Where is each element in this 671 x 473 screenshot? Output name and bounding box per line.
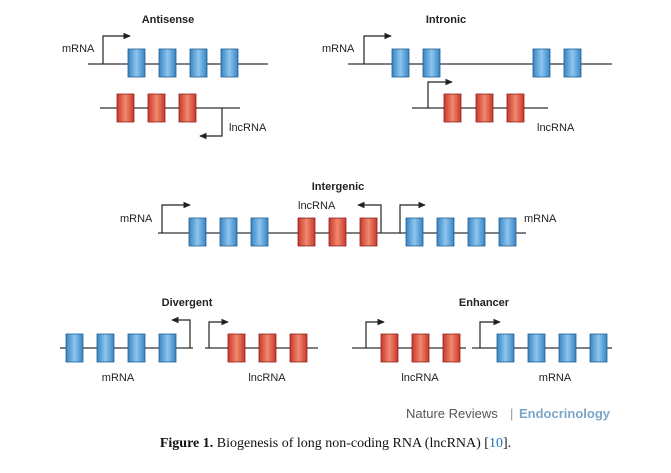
lncrna-exon [443, 93, 462, 123]
panel-antisense: Antisense mRNA lncRNA [62, 14, 268, 140]
lncrna-label: lncRNA [298, 200, 336, 212]
mrna-exon [250, 217, 269, 247]
lncrna-exon [116, 93, 135, 123]
mrna-exon [405, 217, 424, 247]
publisher-name: Nature Reviews [406, 406, 498, 421]
mrna-exon [127, 48, 146, 78]
mrna-exon [532, 48, 551, 78]
mrna-exon [65, 333, 84, 363]
lncrna-exon [147, 93, 166, 123]
lncrna-tss-arrow [365, 318, 385, 348]
lncrna-exon [380, 333, 399, 363]
lncrna-exon [359, 217, 378, 247]
mrna-tss-arrow [363, 32, 392, 64]
caption-reference-link[interactable]: 10 [488, 436, 503, 451]
mrna-label: mRNA [322, 43, 355, 55]
panel-title: Intronic [426, 14, 466, 26]
panel-intronic: Intronic mRNA lncRNA [322, 14, 612, 134]
lncrna-tss-arrow [427, 78, 453, 108]
mrna-exon [558, 333, 577, 363]
lncrna-label: lncRNA [229, 122, 267, 134]
caption-prefix: Figure 1. [159, 436, 214, 451]
journal-name: Endocrinology [519, 406, 611, 421]
lncrna-exon [442, 333, 461, 363]
panel-divergent: Divergent mRNA lncRNA [60, 297, 318, 384]
mrna-exon [220, 48, 239, 78]
lncrna-exon [289, 333, 308, 363]
brand-separator: | [510, 406, 513, 421]
mrna-exon [527, 333, 546, 363]
panel-title: Antisense [142, 14, 195, 26]
caption-suffix: ]. [502, 436, 512, 451]
panel-title: Divergent [162, 297, 213, 309]
mrna-exon [158, 333, 177, 363]
lncrna-tss-arrow [199, 108, 223, 140]
lncrna-exon [506, 93, 525, 123]
panel-enhancer: Enhancer lncRNA mRNA [352, 297, 612, 384]
mrna-exon [189, 48, 208, 78]
mrna-right-label: mRNA [524, 213, 557, 225]
mrna-exon [467, 217, 486, 247]
panel-intergenic: Intergenic mRNA lncRNA mRNA [120, 181, 557, 247]
mrna-exon [219, 217, 238, 247]
lncrna-exon [411, 333, 430, 363]
mrna-exon [422, 48, 441, 78]
lncrna-exon [475, 93, 494, 123]
mrna-exon [188, 217, 207, 247]
mrna-label: mRNA [62, 43, 95, 55]
journal-branding: Nature Reviews | Endocrinology [406, 406, 611, 421]
mrna-exon [563, 48, 582, 78]
mrna-left-label: mRNA [120, 213, 153, 225]
mrna-label: mRNA [539, 372, 572, 384]
mrna-exon [436, 217, 455, 247]
mrna-exon [158, 48, 177, 78]
lncrna-exon [178, 93, 197, 123]
lncrna-label: lncRNA [401, 372, 439, 384]
figure-caption: Figure 1. Biogenesis of long non-coding … [0, 436, 671, 452]
lncrna-tss-arrow [357, 201, 382, 233]
mrna-exon [498, 217, 517, 247]
lncrna-label: lncRNA [537, 122, 575, 134]
panel-title: Enhancer [459, 297, 510, 309]
lncrna-label: lncRNA [248, 372, 286, 384]
mrna-exon [127, 333, 146, 363]
mrna-tss-arrow [102, 32, 131, 64]
lncrna-exon [258, 333, 277, 363]
lncrna-exon [227, 333, 246, 363]
lncrna-tss-arrow [208, 318, 229, 348]
panel-title: Intergenic [312, 181, 365, 193]
mrna-label: mRNA [102, 372, 135, 384]
mrna-tss-arrow [171, 316, 191, 348]
lncrna-exon [328, 217, 347, 247]
lncrna-biogenesis-diagram: Antisense mRNA lncRNA Intronic mRNA lncR… [60, 14, 612, 421]
lncrna-exon [297, 217, 316, 247]
mrna-exon [589, 333, 608, 363]
mrna-right-tss-arrow [399, 201, 426, 233]
mrna-exon [96, 333, 115, 363]
caption-text: Biogenesis of long non-coding RNA (lncRN… [213, 436, 489, 451]
mrna-exon [496, 333, 515, 363]
mrna-tss-arrow [479, 318, 501, 348]
mrna-exon [391, 48, 410, 78]
mrna-left-tss-arrow [161, 201, 191, 233]
